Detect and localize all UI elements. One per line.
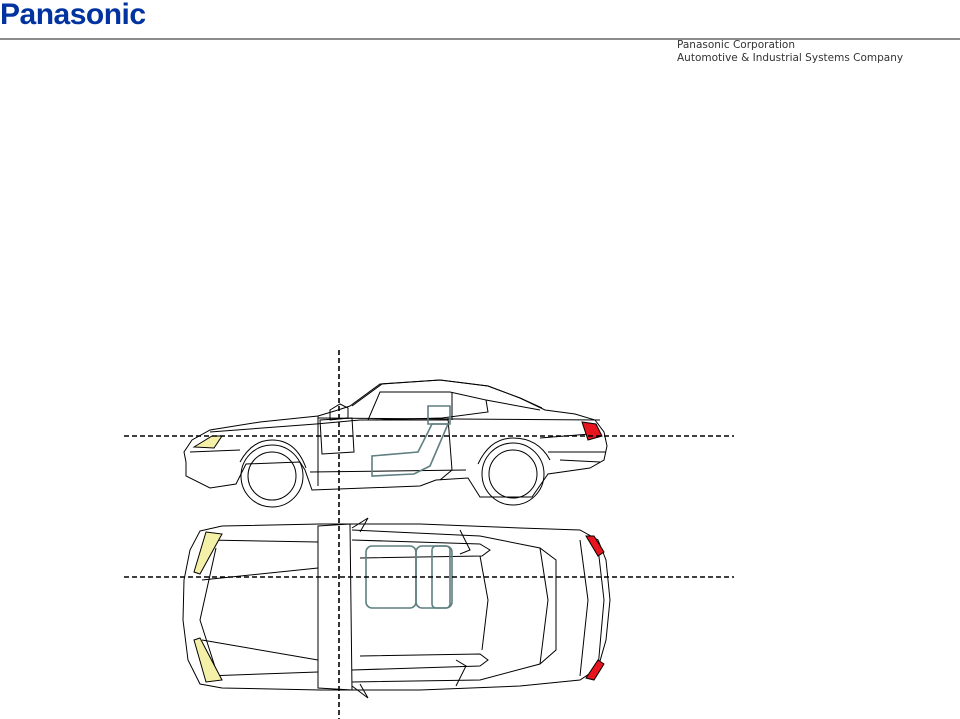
- company-info: Panasonic Corporation Automotive & Indus…: [677, 39, 903, 65]
- taillight-top-right: [585, 659, 605, 681]
- reference-axes: [124, 350, 734, 719]
- company-name: Panasonic Corporation: [677, 39, 795, 51]
- panasonic-logo: Panasonic: [0, 0, 146, 31]
- headlight-top-right: [193, 637, 223, 683]
- header-divider: [0, 38, 960, 40]
- seat-side: [371, 405, 451, 477]
- company-division: Automotive & Industrial Systems Company: [677, 52, 904, 64]
- headlight-side: [192, 435, 223, 449]
- car-side-view: [183, 379, 608, 508]
- car-top-view: [182, 517, 611, 699]
- taillight-top-left: [585, 535, 605, 557]
- headlight-top-left: [193, 531, 223, 575]
